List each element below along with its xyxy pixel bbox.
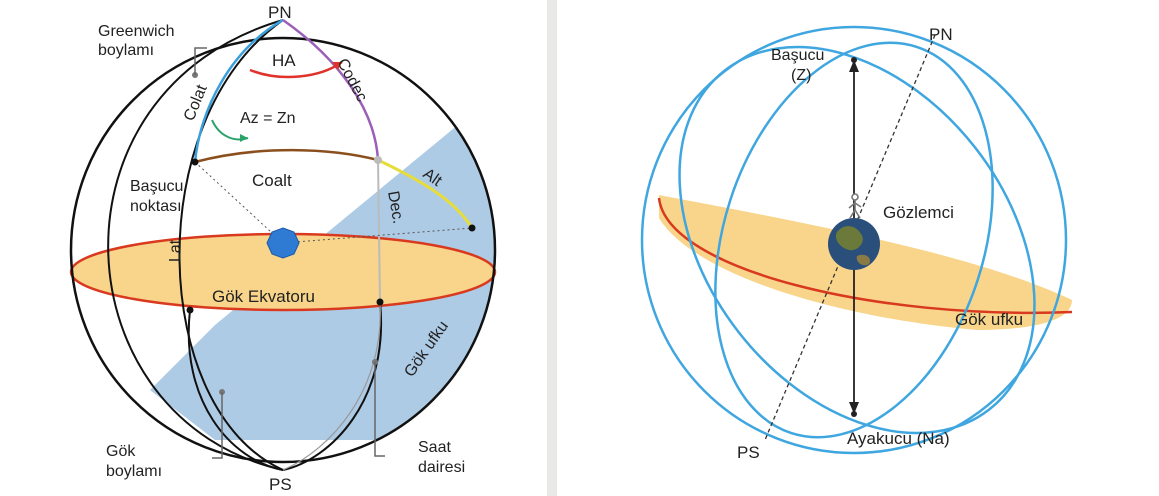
ps-label: PS — [737, 443, 760, 462]
zenith-label-line2: noktası — [130, 198, 182, 215]
dec-arc — [377, 159, 381, 303]
observer-label: Gözlemci — [883, 203, 954, 222]
zenith-point — [191, 158, 199, 166]
zenith-label-line2: (Z) — [791, 67, 811, 84]
celestial-equator-label: Gök Ekvatoru — [212, 287, 315, 306]
codec-label: Codec — [333, 56, 370, 105]
colat-arc — [193, 18, 284, 163]
vertical-circle — [714, 41, 994, 439]
hour-circle-label-line1: Saat — [418, 439, 451, 456]
ha-arrowhead — [332, 62, 342, 70]
ha-arc — [249, 60, 343, 79]
az-zn-label: Az = Zn — [240, 110, 296, 127]
outer-circle — [640, 25, 1068, 455]
earth-icon — [266, 227, 300, 259]
equator-point-right — [376, 298, 384, 306]
celestial-meridian-label-line2: boylamı — [106, 463, 162, 480]
dotted-line-horizon — [282, 227, 473, 244]
hour-circle-lower — [282, 301, 383, 471]
pn-label: PN — [929, 25, 953, 44]
lat-label: Lat — [167, 239, 184, 262]
tilted-circle — [678, 45, 1036, 435]
observer-sphere-diagram: Başucu (Z) PN Gözlemci Gök ufku PS Ayaku… — [640, 25, 1073, 462]
celestial-sphere-left-figure: PN PS Greenwich boylamı HA Colat Codec A… — [0, 0, 547, 496]
celestial-meridian — [178, 19, 284, 471]
nadir-arrowhead — [849, 402, 859, 414]
zenith-label-line1: Başucu — [771, 47, 824, 64]
lower-black-arc — [187, 309, 284, 471]
horizon-edge — [657, 197, 1073, 315]
hour-circle-label-line2: dairesi — [418, 459, 465, 476]
greenwich-pointer — [194, 47, 207, 75]
meridian-pointer — [212, 392, 223, 459]
codec-arc — [282, 18, 380, 161]
earth-land-2 — [856, 254, 871, 266]
horizon-label: Gök ufku — [955, 310, 1023, 329]
alt-arc — [377, 158, 474, 229]
earth-land — [835, 226, 863, 251]
star-point — [374, 156, 382, 164]
pn-label: PN — [268, 3, 292, 22]
nadir-point — [851, 411, 857, 417]
sphere-outline — [69, 36, 497, 464]
equator-point-left — [186, 306, 194, 314]
coalt-label: Coalt — [252, 171, 292, 190]
celestial-sphere-right-figure: Başucu (Z) PN Gözlemci Gök ufku PS Ayaku… — [557, 0, 1159, 496]
zenith-label-line1: Başucu — [130, 178, 183, 195]
coalt-arc — [194, 148, 379, 164]
celestial-sphere-diagram: PN PS Greenwich boylamı HA Colat Codec A… — [69, 3, 497, 494]
ps-label: PS — [269, 475, 292, 494]
horizon-point — [468, 224, 476, 232]
observer-icon — [848, 193, 862, 219]
greenwich-label-line2: boylamı — [98, 42, 154, 59]
nadir-label: Ayakucu (Na) — [847, 429, 950, 448]
zenith-point — [851, 57, 857, 63]
hour-circle-pointer — [374, 362, 385, 457]
ha-label: HA — [272, 51, 296, 70]
greenwich-label-line1: Greenwich — [98, 23, 174, 40]
az-arrowhead — [240, 134, 248, 142]
celestial-meridian-label-line1: Gök — [106, 443, 136, 460]
zenith-arrowhead — [849, 60, 859, 72]
hour-circle-grey — [282, 301, 381, 471]
dec-label: Dec. — [384, 190, 406, 225]
